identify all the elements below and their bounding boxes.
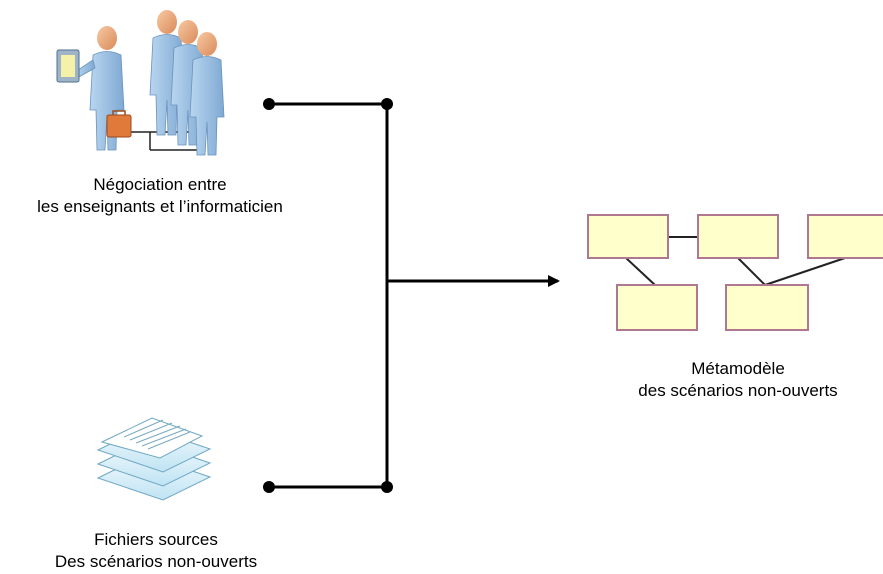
- dot-bottom-right: [381, 481, 393, 493]
- negotiation-label-line2: les enseignants et l’informaticien: [37, 197, 283, 216]
- class-box-4: [616, 284, 698, 331]
- connector-lines: [269, 102, 560, 489]
- metamodel-label-line2: des scénarios non-ouverts: [638, 381, 838, 400]
- dot-top-right: [381, 98, 393, 110]
- class-box-5: [725, 284, 809, 331]
- metamodel-label-line1: Métamodèle: [691, 359, 785, 378]
- negotiation-label: Négociation entre les enseignants et l’i…: [0, 174, 320, 218]
- negotiation-label-line1: Négociation entre: [93, 175, 227, 194]
- class-box-2: [697, 214, 779, 259]
- class-diagram-icon: [587, 214, 883, 331]
- person-group-icon: [149, 10, 225, 156]
- dot-bottom-left: [263, 481, 275, 493]
- person-left-icon: [56, 26, 132, 151]
- source-files-label: Fichiers sources Des scénarios non-ouver…: [0, 529, 312, 573]
- source-files-label-line1: Fichiers sources: [94, 530, 218, 549]
- connector-dots: [263, 98, 393, 493]
- source-files-label-line2: Des scénarios non-ouverts: [54, 552, 258, 571]
- people-negotiation-icon: [56, 10, 225, 156]
- document-stack-icon: [96, 417, 212, 501]
- dot-top-left: [263, 98, 275, 110]
- metamodel-label: Métamodèle des scénarios non-ouverts: [600, 358, 876, 402]
- class-box-1: [587, 214, 669, 259]
- class-box-3: [807, 214, 883, 259]
